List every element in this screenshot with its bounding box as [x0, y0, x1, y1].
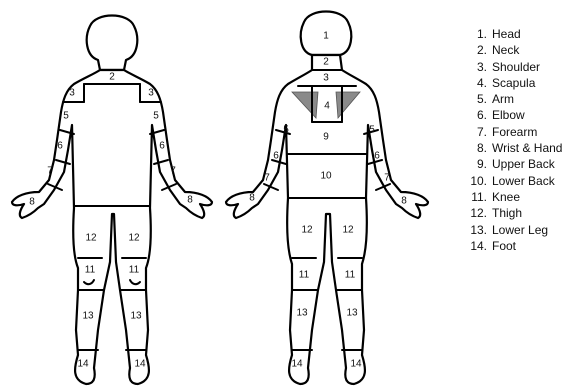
back-label-9: 9 [323, 132, 329, 143]
front-label-12-right: 12 [128, 233, 140, 244]
back-label-8-right: 8 [401, 196, 407, 207]
front-label-14-right: 14 [134, 359, 146, 370]
back-figure: 1 2 3 4 5 5 9 6 6 7 7 10 8 8 12 12 11 11… [226, 12, 428, 385]
front-label-2: 2 [109, 72, 115, 83]
legend-item: 9. Upper Back [467, 156, 562, 172]
front-label-8-right: 8 [187, 195, 193, 206]
back-label-11-right: 11 [345, 270, 356, 281]
front-label-13-right: 13 [130, 311, 142, 322]
legend-number: 11. [467, 189, 487, 205]
front-label-14-left: 14 [77, 359, 89, 370]
back-label-3: 3 [323, 73, 329, 84]
legend-label: Elbow [492, 108, 525, 122]
front-body-outline [12, 70, 212, 384]
back-label-8-left: 8 [249, 193, 255, 204]
back-label-13-left: 13 [296, 308, 308, 319]
legend-number: 5. [467, 91, 487, 107]
legend-number: 10. [467, 173, 487, 189]
front-label-11-right: 11 [129, 265, 140, 276]
back-label-13-right: 13 [346, 308, 358, 319]
back-label-14-left: 14 [291, 359, 303, 370]
front-label-6-right: 6 [159, 141, 165, 152]
back-label-5-left: 5 [283, 125, 289, 136]
legend-item: 12. Thigh [467, 205, 562, 221]
back-label-2: 2 [323, 57, 329, 68]
legend-label: Forearm [492, 125, 537, 139]
back-label-7-left: 7 [264, 173, 270, 184]
legend-item: 14. Foot [467, 238, 562, 254]
back-label-12-left: 12 [301, 225, 313, 236]
back-label-5-right: 5 [369, 125, 375, 136]
legend-label: Wrist & Hand [492, 141, 562, 155]
legend-label: Knee [492, 190, 520, 204]
legend-label: Foot [492, 239, 516, 253]
front-label-3-left: 3 [69, 88, 75, 99]
legend-label: Lower Back [492, 174, 555, 188]
legend-item: 4. Scapula [467, 75, 562, 91]
legend-number: 6. [467, 107, 487, 123]
legend-number: 2. [467, 42, 487, 58]
legend-item: 8. Wrist & Hand [467, 140, 562, 156]
legend-label: Head [492, 27, 521, 41]
back-label-4: 4 [324, 101, 330, 112]
front-label-5-right: 5 [153, 111, 159, 122]
front-label-13-left: 13 [82, 311, 94, 322]
legend-label: Shoulder [492, 60, 540, 74]
back-label-6-right: 6 [374, 151, 380, 162]
legend-item: 7. Forearm [467, 124, 562, 140]
front-label-7-right: 7 [170, 166, 176, 177]
legend-item: 13. Lower Leg [467, 222, 562, 238]
back-label-11-left: 11 [299, 270, 310, 281]
front-label-5-left: 5 [63, 111, 69, 122]
back-label-6-left: 6 [273, 151, 279, 162]
front-label-7-left: 7 [47, 166, 53, 177]
legend-label: Scapula [492, 76, 535, 90]
legend-item: 11. Knee [467, 189, 562, 205]
front-label-11-left: 11 [85, 265, 96, 276]
back-label-10: 10 [320, 171, 332, 182]
back-label-12-right: 12 [342, 225, 354, 236]
legend-number: 4. [467, 75, 487, 91]
back-label-14-right: 14 [350, 359, 362, 370]
legend-item: 1. Head [467, 26, 562, 42]
legend-label: Neck [492, 43, 519, 57]
legend-number: 14. [467, 238, 487, 254]
front-head [87, 16, 138, 71]
legend-number: 13. [467, 222, 487, 238]
legend-number: 8. [467, 140, 487, 156]
legend-number: 1. [467, 26, 487, 42]
front-label-6-left: 6 [57, 141, 63, 152]
legend-label: Thigh [492, 206, 522, 220]
legend-item: 2. Neck [467, 42, 562, 58]
legend-number: 9. [467, 156, 487, 172]
legend-item: 10. Lower Back [467, 173, 562, 189]
front-figure: 2 3 3 5 5 6 6 7 7 8 8 12 12 11 11 13 13 … [12, 16, 212, 385]
legend-number: 3. [467, 59, 487, 75]
back-label-1: 1 [323, 31, 329, 42]
legend-item: 5. Arm [467, 91, 562, 107]
front-label-8-left: 8 [29, 197, 35, 208]
body-region-legend: 1. Head 2. Neck 3. Shoulder 4. Scapula 5. Arm… [467, 26, 562, 254]
legend-label: Upper Back [492, 157, 555, 171]
legend-label: Lower Leg [492, 223, 548, 237]
legend-number: 12. [467, 205, 487, 221]
front-label-3-right: 3 [148, 88, 154, 99]
legend-item: 3. Shoulder [467, 59, 562, 75]
front-label-12-left: 12 [85, 233, 97, 244]
legend-item: 6. Elbow [467, 107, 562, 123]
legend-label: Arm [492, 92, 514, 106]
back-label-7-right: 7 [384, 173, 390, 184]
legend-number: 7. [467, 124, 487, 140]
